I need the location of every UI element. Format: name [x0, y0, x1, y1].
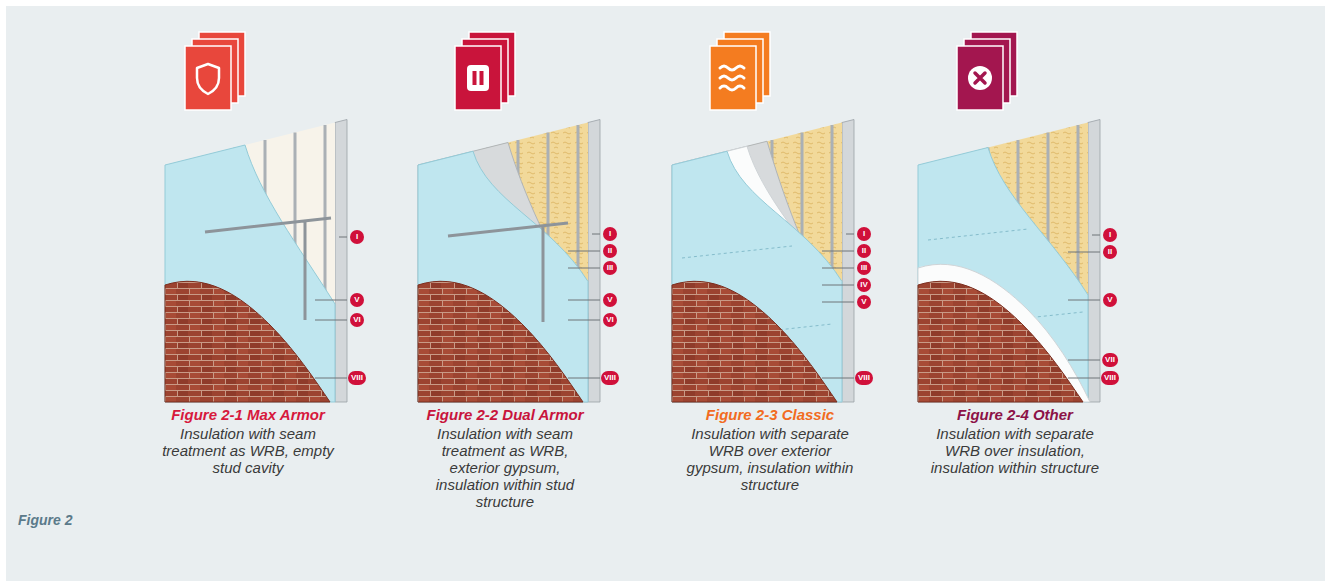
callout-number: II: [857, 244, 871, 258]
figure-title: Figure 2-3 Classic: [706, 406, 834, 424]
wall-section-part: [842, 120, 854, 403]
callout-number: VIII: [348, 371, 366, 385]
icon-dual-armor-part: [467, 65, 489, 91]
wall-section-part: [165, 281, 330, 402]
wall-section-part: [822, 234, 854, 378]
callout-number: V: [1103, 293, 1117, 307]
icon-other-part: [968, 66, 992, 90]
callout-number: IV: [857, 278, 871, 292]
wall-section-part: [165, 145, 335, 402]
wall-section-part: [1068, 235, 1100, 378]
wall-section: [918, 120, 1100, 403]
wall-section-part: [672, 151, 842, 402]
icon-max-armor-part: [185, 46, 231, 110]
wall-section-part: [672, 146, 842, 402]
callout-number: VI: [350, 313, 364, 327]
figure-caption: Figure 2: [18, 512, 72, 528]
wall-section-part: [418, 151, 588, 402]
wall-section-part: [672, 281, 837, 402]
figure-description: Insulation with separate WRB over insula…: [920, 425, 1110, 476]
callout-number: VIII: [601, 371, 619, 385]
callout-number: I: [603, 227, 617, 241]
callout-number: V: [603, 293, 617, 307]
wall-section-part: [418, 143, 588, 403]
wall-section-part: [672, 141, 842, 402]
icon-classic-part: [710, 46, 756, 110]
icon-dual-armor: [455, 32, 515, 110]
callout-number: V: [857, 295, 871, 309]
icon-max-armor: [185, 32, 245, 110]
wall-section-part: [315, 237, 347, 378]
figure-title: Figure 2-1 Max Armor: [171, 406, 325, 424]
callout-number: I: [350, 230, 364, 244]
callout-number: I: [1103, 228, 1117, 242]
callout-number: VII: [1102, 353, 1118, 367]
figure-title: Figure 2-4 Other: [957, 406, 1073, 424]
figure-description: Insulation with separate WRB over exteri…: [683, 425, 858, 493]
callout-number: II: [603, 244, 617, 258]
wall-section-part: [568, 234, 600, 378]
callout-number: V: [350, 293, 364, 307]
wall-section: [672, 120, 854, 403]
icon-classic: [710, 32, 770, 110]
callout-number: VIII: [855, 371, 873, 385]
wall-section: [418, 120, 600, 403]
icon-max-armor-part: [197, 64, 219, 94]
callout-number: II: [1103, 245, 1117, 259]
callout-number: III: [857, 261, 871, 275]
wall-section-part: [418, 281, 583, 402]
callout-number: III: [603, 261, 617, 275]
wall-section-part: [918, 281, 1083, 402]
icon-other-part: [957, 46, 1003, 110]
figure-title: Figure 2-2 Dual Armor: [427, 406, 584, 424]
icon-dual-armor-part: [480, 71, 484, 85]
callout-number: I: [857, 227, 871, 241]
figure-description: Insulation with seam treatment as WRB, e…: [425, 425, 585, 510]
icon-dual-armor-part: [473, 71, 477, 85]
wall-section-part: [588, 120, 600, 403]
callout-number: VIII: [1101, 371, 1119, 385]
callout-number: VI: [603, 313, 617, 327]
icon-other: [957, 32, 1017, 110]
figure-description: Insulation with seam treatment as WRB, e…: [158, 425, 338, 476]
icon-classic-part: [720, 66, 744, 90]
wall-section-part: [335, 120, 347, 403]
wall-section: [165, 120, 347, 403]
icon-other-part: [975, 73, 985, 83]
wall-section-part: [918, 264, 1090, 402]
icon-dual-armor-part: [455, 46, 501, 110]
